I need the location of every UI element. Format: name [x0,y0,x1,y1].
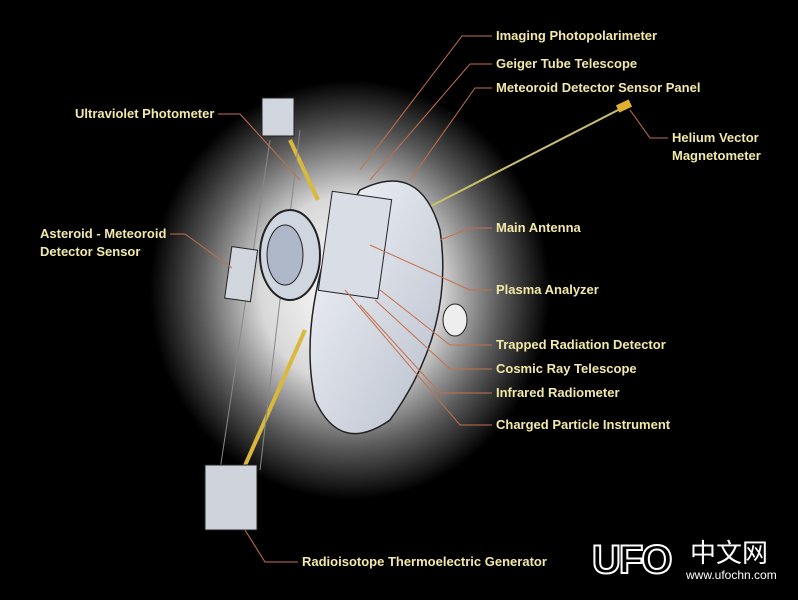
rtg-boom [241,329,307,471]
uv-photometer [261,97,295,137]
label-main-antenna: Main Antenna [496,220,581,235]
label-cosmic-ray-telescope: Cosmic Ray Telescope [496,361,637,376]
watermark-logo: UFO 中文网 www.ufochn.com [591,537,792,588]
label-imaging-photopolarimeter: Imaging Photopolarimeter [496,28,658,43]
label-ultraviolet-photometer: Ultraviolet Photometer [75,106,215,121]
label-meteoroid-detector-sensor-panel: Meteoroid Detector Sensor Panel [496,80,701,95]
label-charged-particle-instrument: Charged Particle Instrument [496,417,671,432]
watermark-url: www.ufochn.com [686,568,777,582]
label-asteroid-meteoroid: Asteroid - Meteoroid [40,226,167,241]
rtg-unit [204,464,258,531]
label-plasma-analyzer: Plasma Analyzer [496,282,599,297]
leader-lines [170,35,668,563]
antenna-feed [442,303,468,337]
label-geiger-tube-telescope: Geiger Tube Telescope [496,56,638,71]
watermark-chinese: 中文网 [690,538,769,568]
label-helium-vector: Helium Vector [672,130,759,145]
asteroid-detector [224,246,259,303]
equipment-compartment [317,190,393,300]
label-infrared-radiometer: Infrared Radiometer [496,385,620,400]
label-detector-sensor: Detector Sensor [40,244,141,259]
watermark-ufo: UFO [591,537,673,583]
label-magnetometer: Magnetometer [672,148,761,163]
label-trapped-radiation-detector: Trapped Radiation Detector [496,337,666,352]
label-rtg: Radioisotope Thermoelectric Generator [302,554,547,569]
uv-boom [288,139,320,201]
